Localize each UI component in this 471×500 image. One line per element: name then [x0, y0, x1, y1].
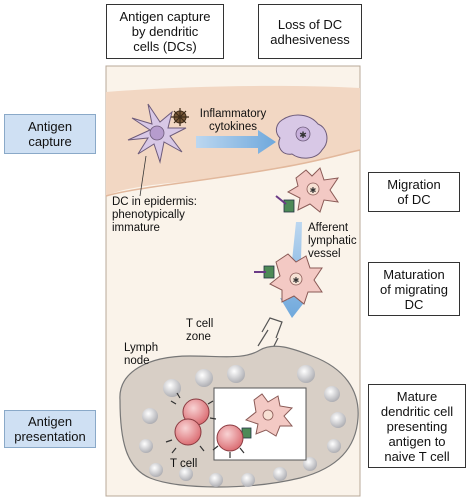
stage-box-antigen-capture: Antigen capture	[4, 114, 96, 154]
cytokine-arrow	[196, 130, 276, 154]
antigen-particle-icon	[171, 108, 189, 126]
label-t-cell: T cell	[170, 458, 198, 470]
step-box-loss-adhesiveness: Loss of DC adhesiveness	[258, 4, 362, 59]
svg-text:✱: ✱	[310, 186, 317, 195]
label-inflammatory-cytokines: Inflammatory cytokines	[199, 108, 267, 133]
svg-text:✱: ✱	[293, 276, 300, 285]
migrating-dc-icon: ✱	[275, 167, 340, 213]
label-dc-epidermis: DC in epidermis: phenotypically immature	[112, 196, 197, 234]
node-follicles	[139, 365, 346, 487]
maturing-dc-icon: ✱	[254, 253, 323, 305]
label-afferent-vessel: Afferent lymphatic vessel	[308, 222, 357, 260]
immature-dc-icon	[127, 103, 187, 197]
step-box-mature-dc: Mature dendritic cell presenting antigen…	[368, 384, 466, 468]
mature-dc-in-node-icon	[241, 393, 294, 439]
dc-loss-adhesiveness-icon: ✱	[275, 114, 328, 159]
stage-box-antigen-presentation: Antigen presentation	[4, 410, 96, 448]
label-t-cell-zone: T cell zone	[186, 318, 214, 343]
step-box-maturation: Maturation of migrating DC	[368, 262, 460, 316]
t-cells	[165, 392, 245, 458]
step-box-migration: Migration of DC	[368, 172, 460, 212]
step-box-capture-by-dc: Antigen capture by dendritic cells (DCs)	[106, 4, 224, 59]
svg-text:✱: ✱	[299, 131, 307, 141]
label-lymph-node: Lymph node	[124, 342, 159, 367]
